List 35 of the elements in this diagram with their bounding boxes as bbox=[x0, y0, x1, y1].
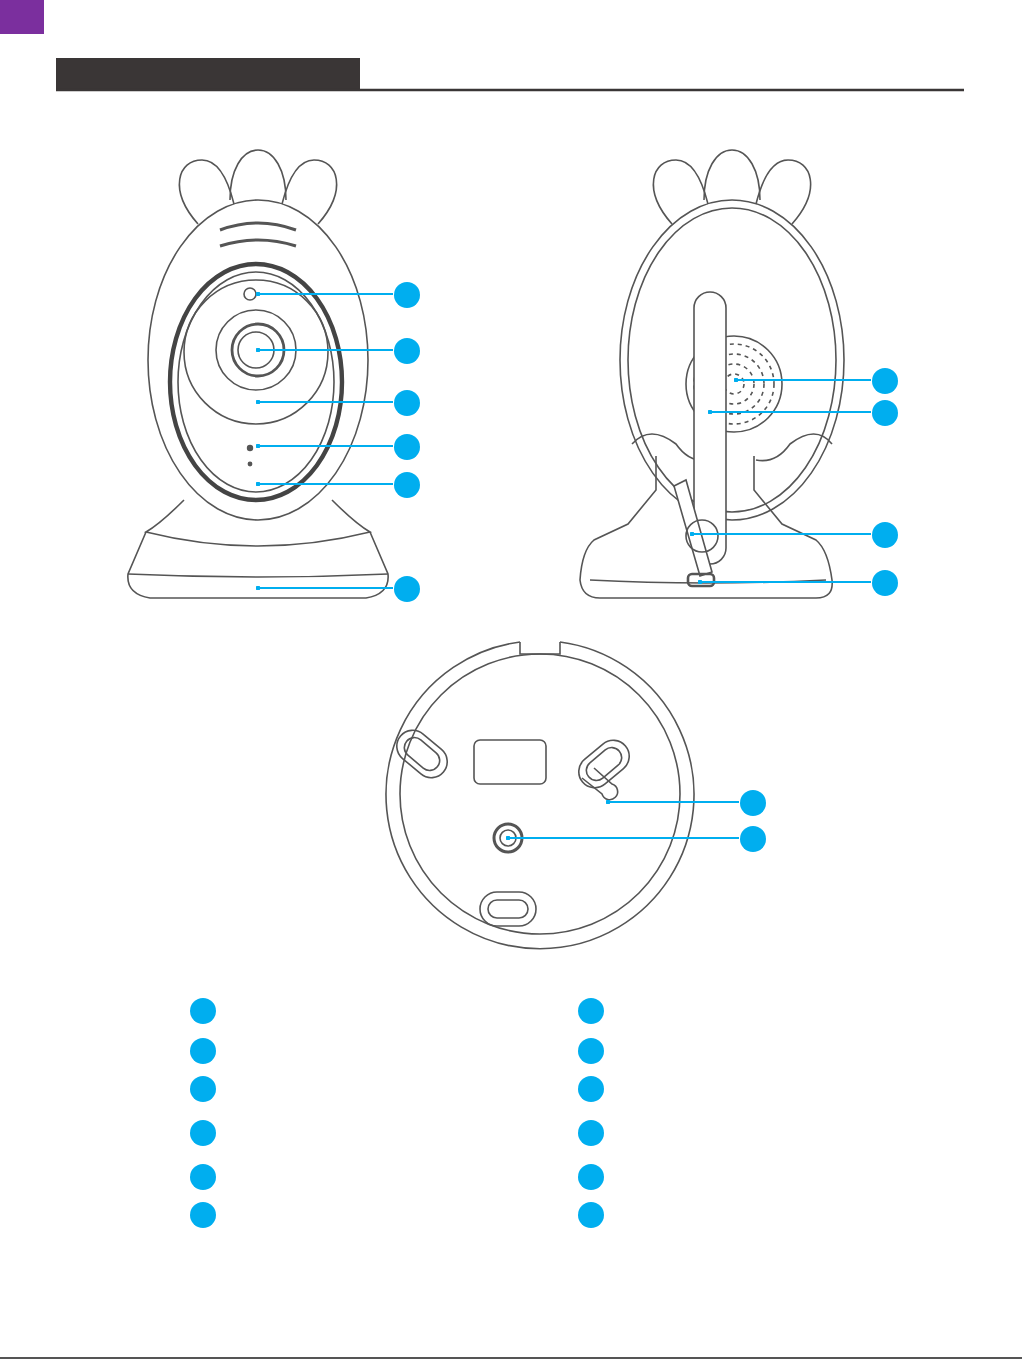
callout-dot bbox=[577, 1201, 603, 1227]
leader-line bbox=[505, 835, 739, 841]
leader-line bbox=[255, 481, 393, 487]
callout-dot bbox=[871, 569, 897, 595]
callout-dot bbox=[871, 399, 897, 425]
callout-dot bbox=[393, 471, 419, 497]
callout-dot bbox=[577, 1119, 603, 1145]
callout-dot bbox=[189, 1163, 215, 1189]
callout-dot bbox=[871, 521, 897, 547]
leader-line bbox=[605, 799, 739, 805]
callout-dot bbox=[871, 367, 897, 393]
leader-line bbox=[255, 443, 393, 449]
callout-dot bbox=[189, 1037, 215, 1063]
leader-line bbox=[733, 377, 871, 383]
leader-line bbox=[689, 531, 871, 537]
callout-dot bbox=[577, 1037, 603, 1063]
callout-dot bbox=[577, 997, 603, 1023]
callout-dot bbox=[577, 1075, 603, 1101]
callout-dot bbox=[577, 1163, 603, 1189]
callout-dot bbox=[739, 825, 765, 851]
callout-dot bbox=[393, 337, 419, 363]
callout-dot bbox=[393, 575, 419, 601]
leader-line bbox=[255, 291, 393, 297]
callout-dot bbox=[393, 389, 419, 415]
callout-dot bbox=[189, 997, 215, 1023]
callout-dot bbox=[393, 281, 419, 307]
callout-dot bbox=[393, 433, 419, 459]
leader-line bbox=[697, 579, 871, 585]
leader-line bbox=[255, 585, 393, 591]
leader-line bbox=[707, 409, 871, 415]
callout-dot bbox=[189, 1119, 215, 1145]
callout-dot bbox=[189, 1201, 215, 1227]
callout-dot bbox=[739, 789, 765, 815]
leader-line bbox=[255, 399, 393, 405]
callout-dot bbox=[189, 1075, 215, 1101]
